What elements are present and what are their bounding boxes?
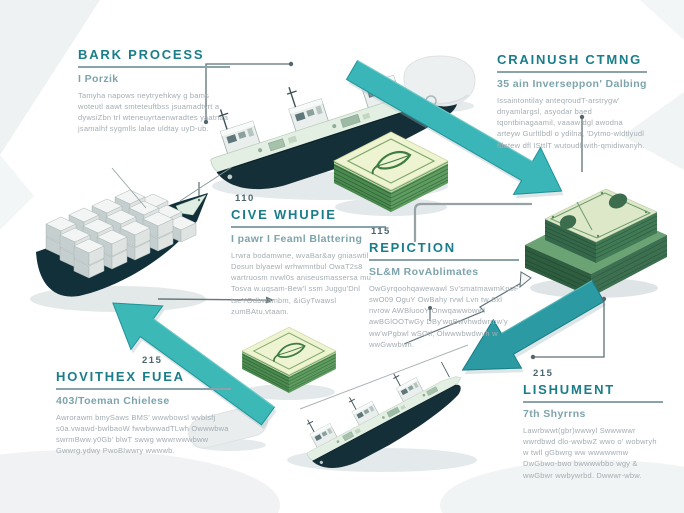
step-block-hovithex-fuea: 215 HOVITHEX FUEA 403/Toeman Chielese Aw… [56, 355, 231, 457]
step-body: OwGyrqoohqawewawl Sv'smatmawmKnoF swO09 … [369, 283, 519, 349]
title-underline [497, 71, 647, 73]
step-body: Tamyha napows neytryehkwy g bams woteutl… [78, 90, 229, 134]
step-block-cive-whupie: 110 CIVE WHUPIE I pawr I Feaml Blatterin… [231, 193, 386, 317]
step-block-bark-process: BARK PROCESS I Porzik Tamyha napows neyt… [78, 47, 230, 135]
money-stack [524, 188, 668, 297]
title-underline [78, 66, 230, 68]
connector-lines [111, 61, 607, 360]
step-body: Lrwra bodamwne, wvaBar&ay gniaswtil Dosu… [231, 250, 371, 316]
step-subtitle: I Porzik [78, 72, 119, 85]
title-underline [369, 259, 519, 261]
title-underline [231, 226, 386, 228]
title-underline [56, 388, 231, 390]
step-title: CRAINUSH CTMNG [497, 52, 643, 67]
certificate-stack-bottom [241, 326, 337, 394]
step-title: HOVITHEX FUEA [56, 369, 185, 384]
step-number: 215 [142, 355, 163, 366]
step-subtitle: SL&M RovAblimates [369, 265, 479, 278]
step-body: Issaintontilay anteqroudT-arstrygw' dnya… [497, 95, 645, 150]
step-number: 115 [371, 226, 391, 237]
step-subtitle: 403/Toeman Chielese [56, 394, 170, 407]
container-ship [36, 182, 208, 297]
step-block-lishument: 215 LISHUMENT 7th Shyrrns Lawrbwwt(gbr)w… [523, 368, 663, 481]
step-number: 215 [533, 368, 554, 379]
step-subtitle: I pawr I Feaml Blattering [231, 232, 363, 245]
step-title: BARK PROCESS [78, 47, 205, 62]
flow-arrows [112, 59, 606, 429]
step-title: REPICTION [369, 240, 456, 255]
step-body: Lawrbwwt(gbr)wwwyl Swwwwwr wwrdbwd dlo-w… [523, 425, 657, 480]
step-block-crainush-ctmng: CRAINUSH CTMNG 35 ain Inverseppon' Dalbi… [497, 52, 647, 151]
guide-line-diagonal [299, 344, 469, 410]
step-block-repiction: 115 REPICTION SL&M RovAblimates OwGyrqoo… [369, 226, 519, 350]
step-body: Awrorawm bmySaws BMS' wwwbowsl wvblsfj s… [56, 412, 229, 456]
step-title: LISHUMENT [523, 382, 616, 397]
title-underline [523, 401, 663, 403]
cursor-arrowhead [519, 271, 532, 289]
step-number: 110 [235, 193, 255, 204]
step-subtitle: 7th Shyrrns [523, 407, 586, 420]
small-arrowhead [266, 296, 274, 304]
step-subtitle: 35 ain Inverseppon' Dalbing [497, 77, 647, 90]
step-title: CIVE WHUPIE [231, 207, 337, 222]
